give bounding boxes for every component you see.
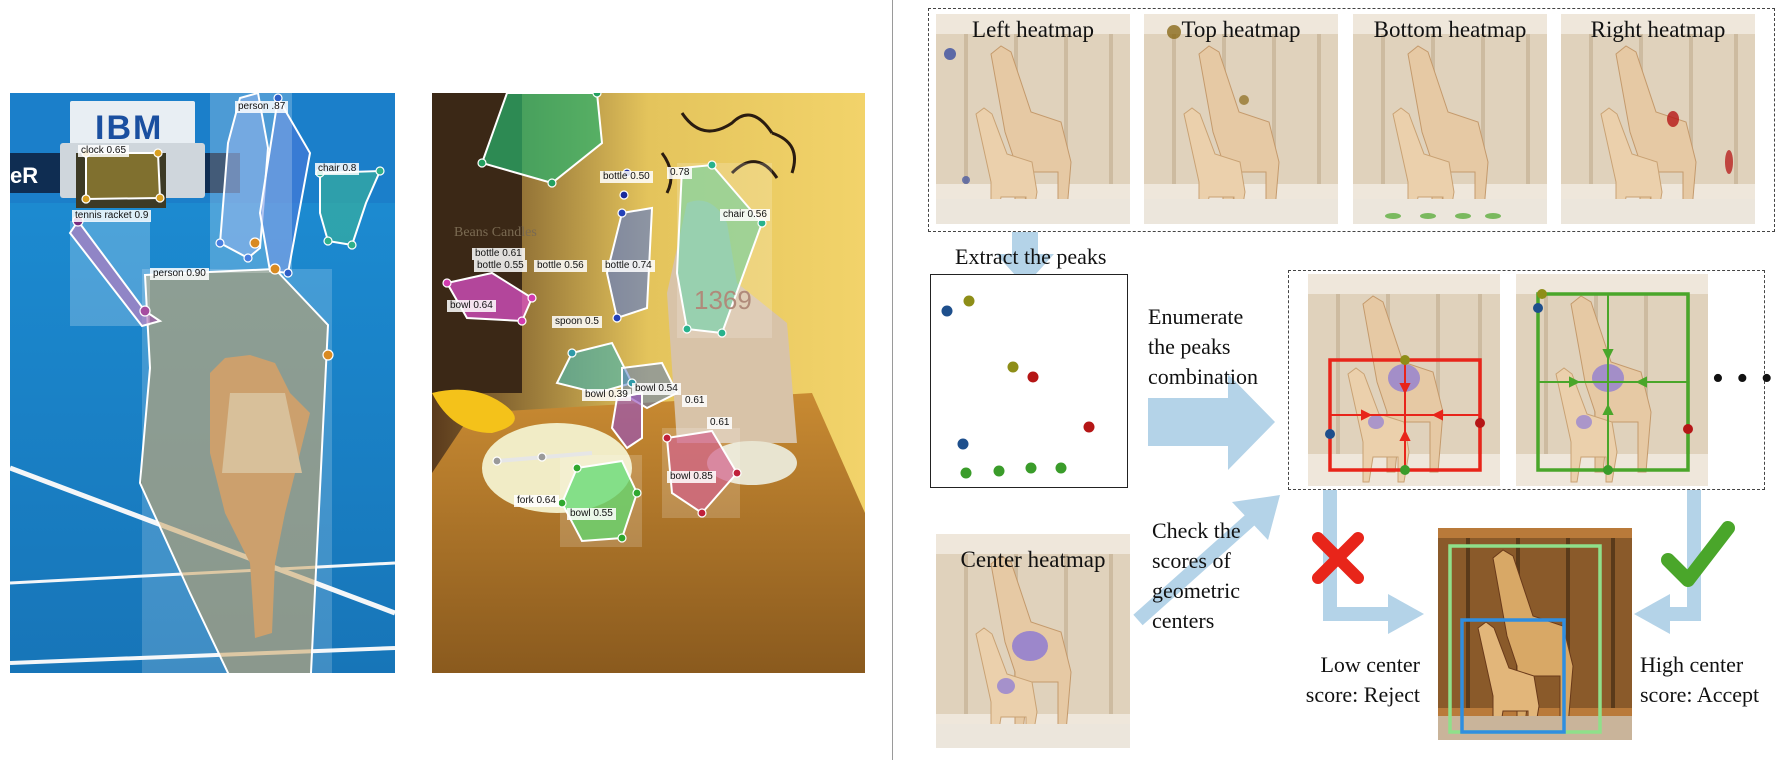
- seg-label: bottle 0.55: [474, 260, 527, 272]
- enumerate-line: Enumerate: [1148, 304, 1244, 329]
- bottom-peak-dot: [960, 467, 972, 479]
- left-peak-dot: [957, 438, 969, 450]
- right-arrow-enumerate: [1148, 374, 1275, 470]
- combinations-group: [1288, 270, 1765, 490]
- seg-label: 0.61: [707, 417, 733, 429]
- bottom-peak-dot: [1055, 462, 1067, 474]
- seg-label: clock 0.65: [78, 145, 130, 157]
- accept-check-icon: [1661, 521, 1735, 587]
- reject-cross-icon: [1312, 532, 1364, 584]
- seg-label: tennis racket 0.9: [72, 210, 152, 222]
- seg-label: bottle 0.50: [600, 171, 653, 183]
- heatmap-bottom-title: Bottom heatmap: [1373, 17, 1527, 42]
- heatmap-left-title: Left heatmap: [972, 17, 1094, 42]
- accepted-box-small: [1460, 618, 1566, 734]
- check-line: Check the: [1152, 518, 1241, 543]
- seg-label: bowl 0.64: [447, 300, 496, 312]
- heatmap-bottom: Bottom heatmap: [1353, 14, 1547, 224]
- shirt-number-text: 1369: [694, 285, 752, 315]
- final-result-image: [1438, 528, 1632, 740]
- enumerate-label: Enumerate the peaks combination: [1148, 302, 1258, 392]
- seg-label: bowl 0.85: [667, 471, 716, 483]
- heatmap-top: Top heatmap: [1144, 14, 1338, 224]
- extract-peaks-label: Extract the peaks: [955, 244, 1107, 269]
- seg-label: person 0.90: [150, 268, 209, 280]
- accept-line: score: Accept: [1640, 682, 1760, 707]
- check-line: scores of: [1152, 548, 1231, 573]
- wall-sign-text: Beans Candles: [454, 225, 537, 240]
- down-arrow-extract: [996, 232, 1054, 286]
- check-scores-label: Check the scores of geometric centers: [1152, 516, 1241, 636]
- check-line: centers: [1152, 608, 1215, 633]
- seg-label: 0.61: [682, 395, 708, 407]
- seg-label: spoon 0.5: [552, 316, 602, 328]
- center-heatmap: Center heatmap: [936, 534, 1130, 748]
- seg-label: chair 0.56: [720, 209, 770, 221]
- tennis-scene: [10, 93, 395, 673]
- reject-line: score: Reject: [1305, 682, 1420, 707]
- bottom-peak-dot: [1025, 462, 1037, 474]
- seg-label: bowl 0.55: [567, 508, 616, 520]
- seg-label: 0.78: [667, 167, 693, 179]
- reject-line: Low center: [1320, 652, 1420, 677]
- accept-label: High center score: Accept: [1640, 650, 1788, 710]
- accept-arrow: [1634, 594, 1670, 634]
- heatmap-right-title: Right heatmap: [1590, 17, 1726, 42]
- left-peak-dot: [941, 305, 953, 317]
- right-peak-dot: [1027, 371, 1039, 383]
- seg-label: fork 0.64: [514, 495, 559, 507]
- seg-label: chair 0.8: [315, 163, 360, 175]
- tennis-photo: clock 0.65 person .87 chair 0.8 tennis r…: [10, 93, 395, 673]
- seg-label: bowl 0.39: [582, 389, 631, 401]
- bottom-peak-dot: [993, 465, 1005, 477]
- peaks-box: [930, 274, 1128, 488]
- enumerate-line: combination: [1148, 364, 1258, 389]
- reject-label: Low center score: Reject: [1260, 650, 1420, 710]
- panel-divider: [892, 0, 893, 760]
- kitchen-photo: bottle 0.50 0.78 chair 0.56 bottle 0.61 …: [432, 93, 865, 673]
- peaks-plot: [941, 295, 1095, 479]
- combination-accept: [1516, 274, 1708, 486]
- top-peak-dot: [963, 295, 975, 307]
- enumerate-line: the peaks: [1148, 334, 1231, 359]
- seg-label: bowl 0.54: [632, 383, 681, 395]
- heatmap-right: Right heatmap: [1561, 14, 1755, 224]
- accept-line: High center: [1640, 652, 1744, 677]
- heatmaps-group: [928, 8, 1775, 232]
- more-combinations-ellipsis: • • •: [1712, 360, 1775, 397]
- seg-label: bottle 0.56: [534, 260, 587, 272]
- heatmap-top-title: Top heatmap: [1181, 17, 1301, 42]
- check-line: geometric: [1152, 578, 1240, 603]
- heatmap-left: Left heatmap: [936, 14, 1130, 224]
- sign-fragment-text: eR: [10, 163, 39, 188]
- seg-label: bottle 0.74: [602, 260, 655, 272]
- combination-reject: [1308, 274, 1500, 486]
- ibm-logo-text: IBM: [95, 109, 164, 147]
- center-heatmap-title: Center heatmap: [960, 547, 1106, 572]
- seg-label: person .87: [235, 101, 289, 113]
- reject-arrow: [1388, 594, 1424, 634]
- top-peak-dot: [1007, 361, 1019, 373]
- diagonal-arrow-check: [1232, 495, 1280, 540]
- seg-label: bottle 0.61: [472, 248, 525, 260]
- right-peak-dot: [1083, 421, 1095, 433]
